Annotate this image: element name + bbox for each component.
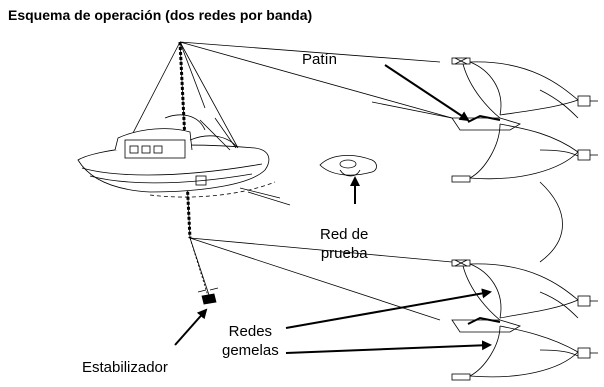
redes-arrow-1 (285, 288, 492, 329)
label-redes-line1: Redes (228, 323, 273, 340)
lower-twin-nets (451, 259, 598, 381)
outrigger-boom (178, 41, 209, 297)
label-redes-gemelas: Redes gemelas (222, 322, 279, 360)
redes-arrow-2 (285, 340, 492, 354)
connecting-line (539, 181, 563, 263)
label-red-prueba-line2: prueba (320, 245, 368, 262)
patin-arrow (384, 64, 470, 122)
estabilizador-arrow (174, 308, 208, 346)
rigging-lines (117, 41, 453, 321)
label-red-prueba: Red de prueba (320, 225, 368, 263)
upper-twin-nets (451, 57, 598, 183)
fishing-boat (77, 114, 291, 206)
stabilizer (197, 287, 219, 305)
label-patin-text: Patín (302, 51, 338, 68)
label-redes-line2: gemelas (222, 342, 279, 359)
label-red-prueba-line1: Red de (320, 226, 369, 243)
test-net (319, 155, 377, 177)
label-estabilizador: Estabilizador (82, 358, 168, 377)
diagram-title: Esquema de operación (dos redes por band… (8, 7, 313, 23)
label-patin: Patín (302, 50, 337, 69)
label-estabilizador-text: Estabilizador (82, 359, 168, 376)
